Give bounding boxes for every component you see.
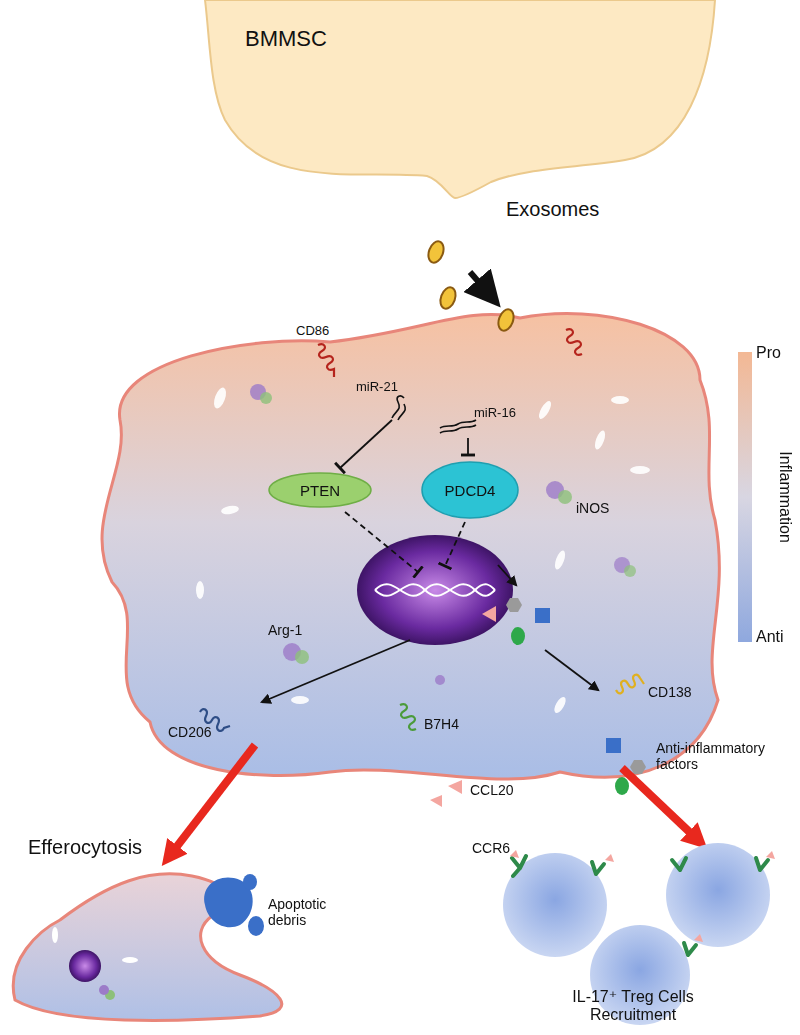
- mirna-label: miR-21: [356, 380, 398, 395]
- chemokine-label: CCL20: [470, 782, 514, 798]
- receptor-label: CD138: [648, 684, 692, 700]
- process-label: Efferocytosis: [28, 836, 142, 859]
- factor-label: Anti-inflammatory factors: [656, 740, 774, 772]
- organelles: [196, 386, 650, 715]
- enzyme-particles: [250, 384, 636, 685]
- debris-label: Apoptotic debris: [268, 896, 338, 928]
- red-arrow: [622, 768, 700, 842]
- node-label: PDCD4: [445, 482, 496, 499]
- scale-label: Anti: [756, 628, 784, 646]
- cell-label: IL-17⁺ Treg Cells Recruitment: [548, 988, 718, 1025]
- mirna: [392, 396, 476, 433]
- enzyme-label: Arg-1: [268, 622, 302, 638]
- treg-cells: [503, 843, 775, 1025]
- pathway-arrows: [262, 420, 598, 702]
- receptor-label: CD86: [296, 324, 329, 339]
- receptors: [200, 329, 644, 731]
- secreted-factors: [430, 598, 646, 807]
- efferocyte: [13, 874, 282, 1021]
- bmmsc-cell: BMMSC: [205, 0, 715, 200]
- node-label: PTEN: [300, 482, 340, 499]
- macrophage-cell: [102, 313, 719, 779]
- node-label: BMMSC: [245, 26, 715, 52]
- apoptotic-debris: [204, 874, 264, 936]
- pdcd4-ellipse: PDCD4: [421, 461, 519, 519]
- scale-label: Pro: [756, 344, 781, 362]
- scale-title: Inflammation: [776, 451, 794, 543]
- pten-ellipse: PTEN: [268, 472, 372, 508]
- exosomes-label: Exosomes: [506, 198, 599, 221]
- nucleus: [357, 535, 513, 645]
- enzyme-label: iNOS: [576, 500, 609, 516]
- mirna-label: miR-16: [474, 406, 516, 421]
- red-arrow: [168, 745, 255, 858]
- receptor-label: CCR6: [472, 840, 510, 856]
- receptor-label: CD206: [168, 724, 212, 740]
- gradient-bar: [738, 352, 752, 642]
- receptor-label: B7H4: [424, 716, 459, 732]
